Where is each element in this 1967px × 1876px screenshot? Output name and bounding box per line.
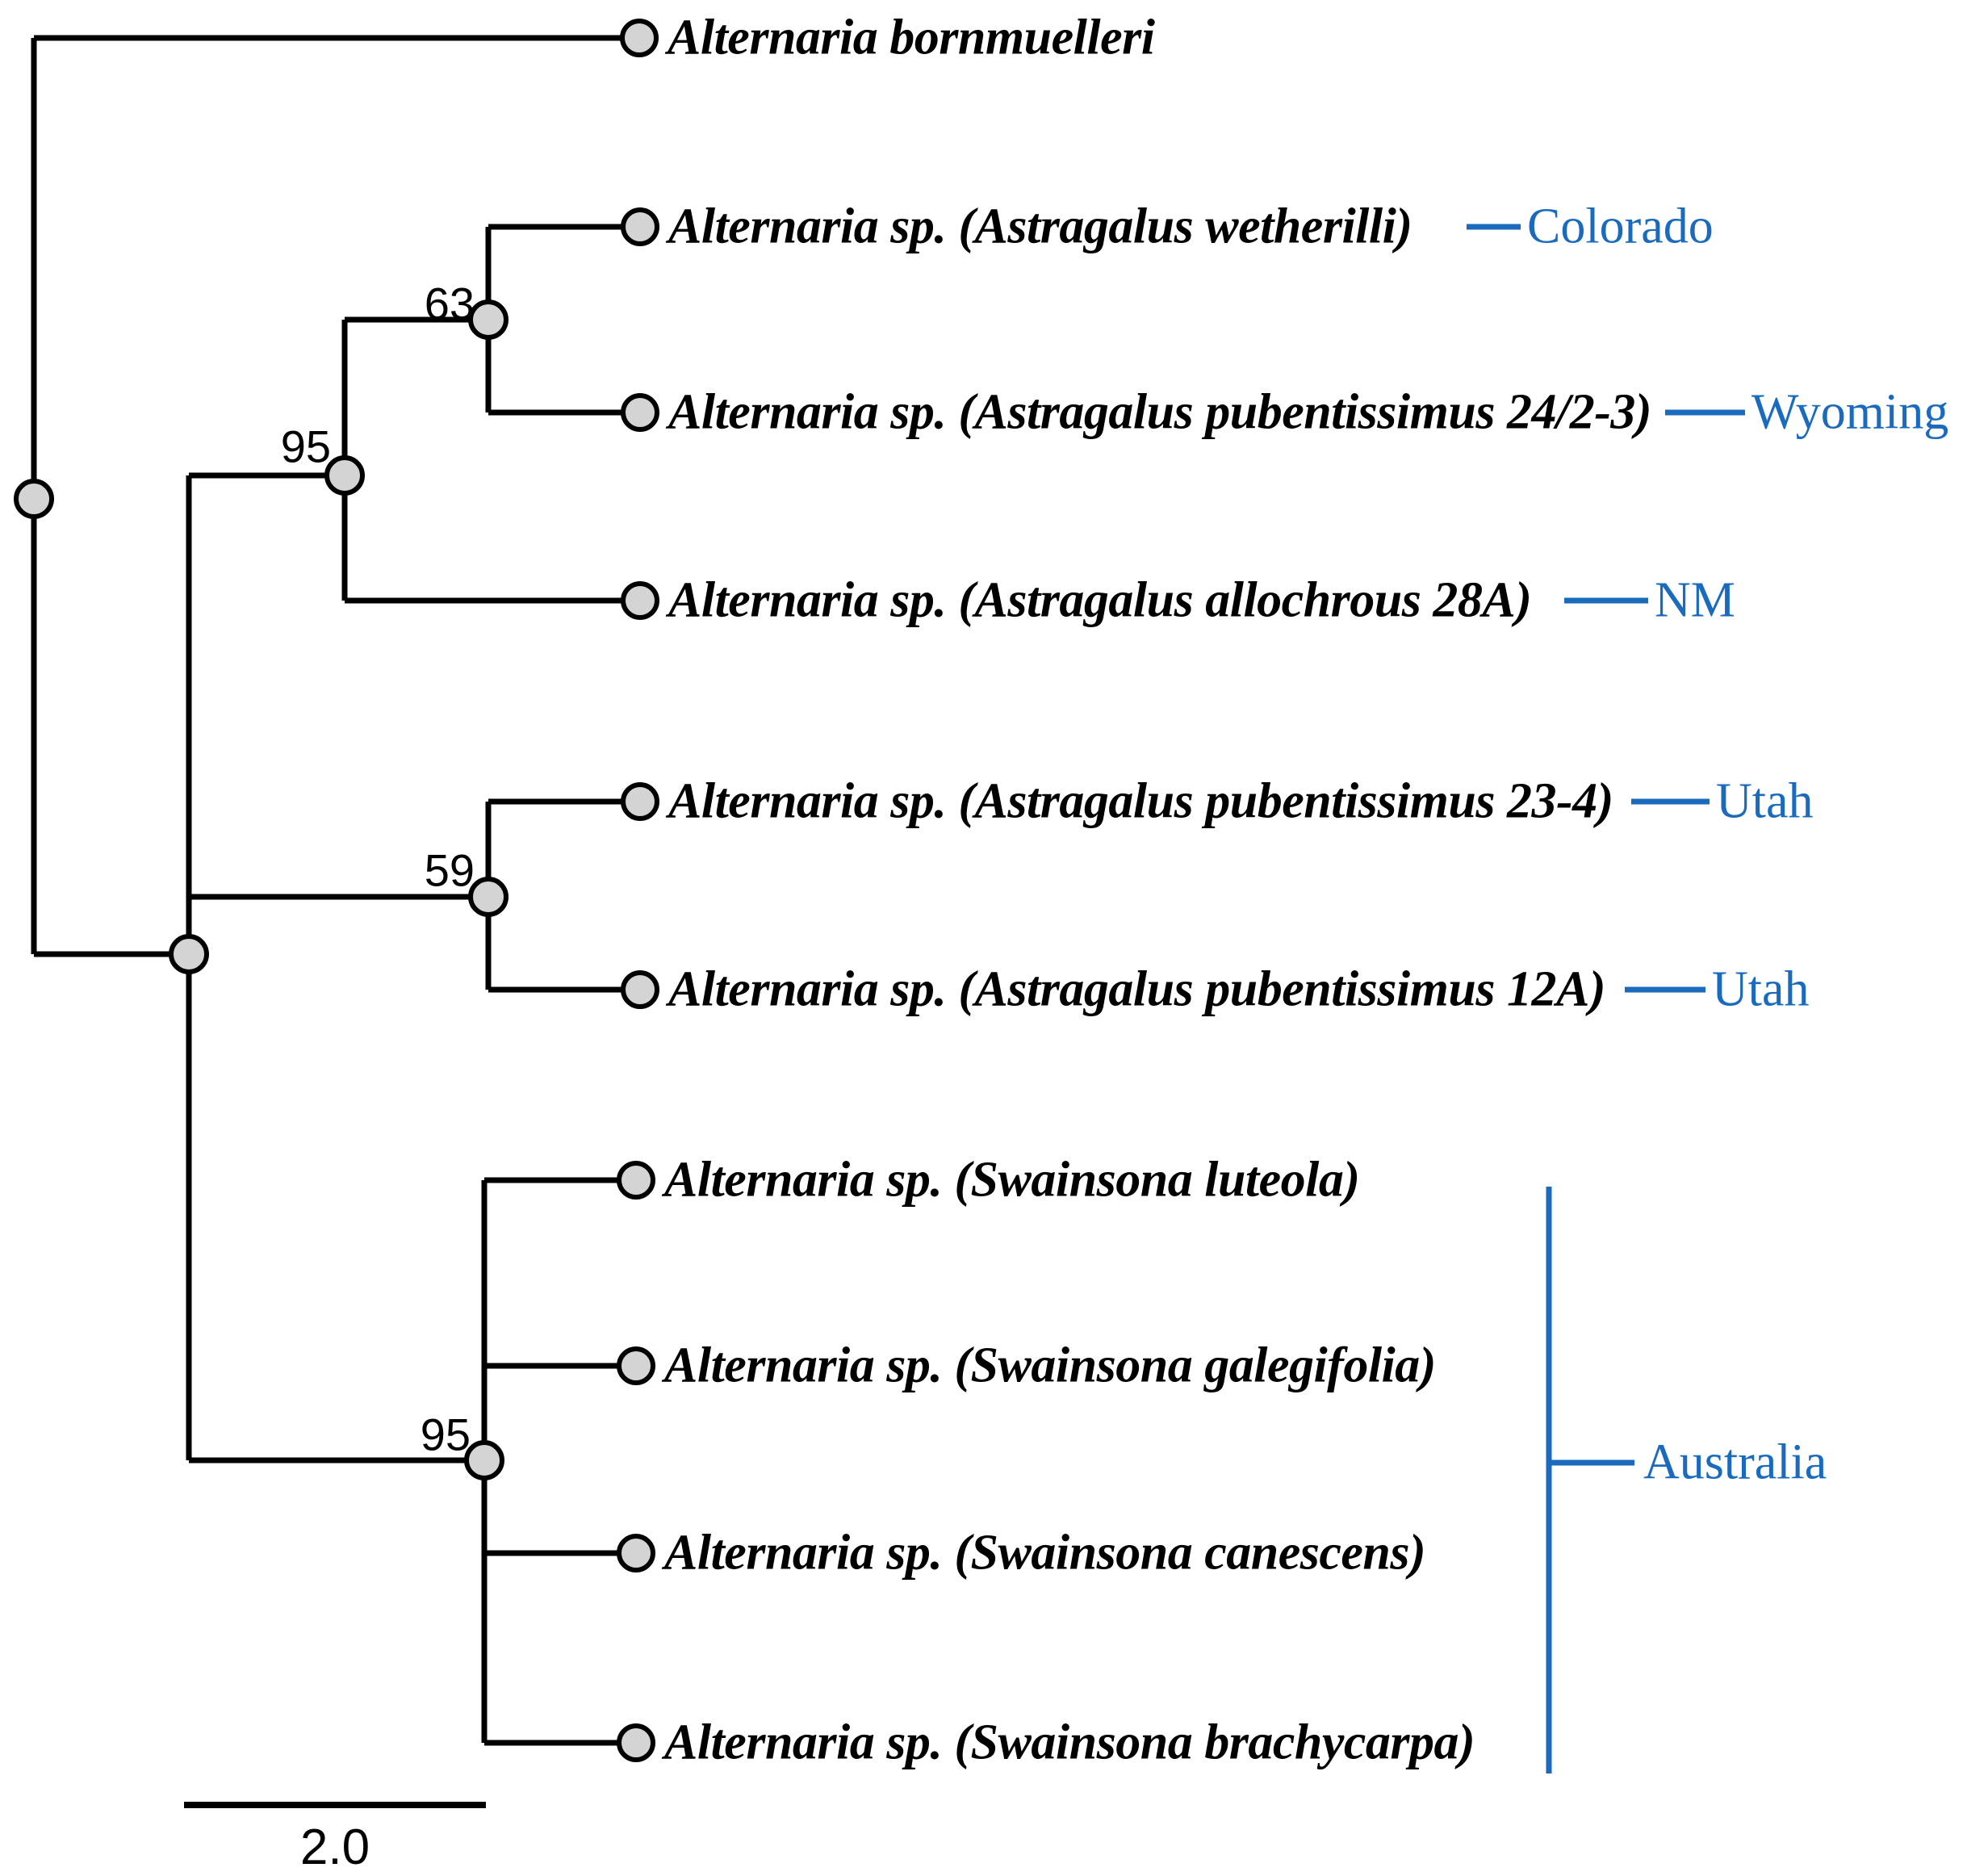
node-circle-root[interactable]	[14, 479, 54, 519]
tree-branches	[31, 35, 640, 1746]
taxon-label-pubentissimus-23-4: Alternaria sp. (Astragalus pubentissimus…	[668, 773, 1613, 829]
tip-circle-bornmuelleri[interactable]	[620, 19, 659, 57]
region-label-nm: NM	[1655, 572, 1735, 628]
taxon-label-swainsona-luteola: Alternaria sp. (Swainsona luteola)	[664, 1152, 1360, 1208]
taxon-label-allochrous-28a: Alternaria sp. (Astragalus allochrous 28…	[668, 572, 1532, 628]
scale-bar-label: 2.0	[299, 1819, 370, 1875]
node-circle-non-outgroup-clade[interactable]	[169, 934, 209, 974]
region-label-australia: Australia	[1643, 1434, 1827, 1490]
support-label-wetherilli-pubentissimus-clade: 63	[424, 278, 475, 329]
taxon-label-pubentissimus-12a: Alternaria sp. (Astragalus pubentissimus…	[668, 961, 1605, 1017]
taxon-label-pubentissimus-24-2-3: Alternaria sp. (Astragalus pubentissimus…	[668, 384, 1652, 440]
node-circle-astragalus-clade[interactable]	[324, 455, 365, 496]
support-label-swainsona-clade: 95	[420, 1409, 471, 1460]
tip-circle-wetherilli[interactable]	[621, 207, 659, 246]
node-circle-swainsona-clade[interactable]	[464, 1440, 504, 1480]
taxon-label-swainsona-canescens: Alternaria sp. (Swainsona canescens)	[664, 1525, 1426, 1581]
tip-circle-pubentissimus-24-2-3[interactable]	[621, 393, 659, 432]
region-label-wyoming: Wyoming	[1751, 384, 1949, 440]
node-circle-wetherilli-pubentissimus-clade[interactable]	[468, 299, 508, 340]
tip-circle-swainsona-canescens[interactable]	[617, 1534, 655, 1572]
taxon-label-swainsona-brachycarpa: Alternaria sp. (Swainsona brachycarpa)	[664, 1715, 1475, 1770]
tip-circle-allochrous-28a[interactable]	[621, 581, 659, 620]
support-label-utah-clade: 59	[424, 844, 475, 896]
region-connectors	[1467, 224, 1745, 1773]
tip-circle-pubentissimus-12a[interactable]	[621, 970, 659, 1009]
tip-circle-swainsona-brachycarpa[interactable]	[617, 1723, 655, 1762]
node-circle-utah-clade[interactable]	[468, 877, 508, 917]
internal-node-circles	[14, 299, 508, 1480]
tip-circle-swainsona-luteola[interactable]	[617, 1161, 655, 1200]
tip-circle-swainsona-galegifolia[interactable]	[617, 1346, 655, 1385]
taxon-label-swainsona-galegifolia: Alternaria sp. (Swainsona galegifolia)	[664, 1338, 1436, 1393]
support-label-astragalus-clade: 95	[280, 421, 331, 472]
region-label-utah-23-4: Utah	[1716, 773, 1814, 829]
tip-circles	[617, 19, 659, 1762]
taxon-label-bornmuelleri: Alternaria bornmuelleri	[668, 10, 1155, 65]
tip-circle-pubentissimus-23-4[interactable]	[621, 782, 659, 821]
region-label-utah-12a: Utah	[1712, 961, 1810, 1017]
region-label-colorado: Colorado	[1527, 199, 1714, 254]
taxon-label-wetherilli: Alternaria sp. (Astragalus wetherilli)	[668, 199, 1412, 254]
